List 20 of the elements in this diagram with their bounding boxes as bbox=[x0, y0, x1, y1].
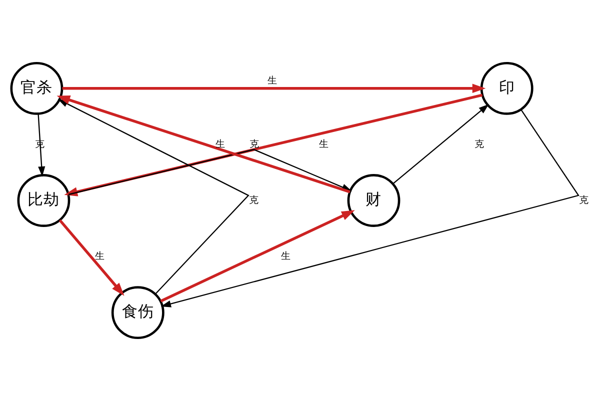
arrow bbox=[62, 83, 486, 93]
edge-label: 克 bbox=[579, 194, 588, 206]
edge-label: 克 bbox=[249, 138, 258, 150]
edge-label: 生 bbox=[319, 138, 328, 150]
arrow bbox=[392, 104, 489, 184]
node-circle: 印 bbox=[480, 61, 534, 114]
arrow bbox=[160, 210, 355, 302]
edge-label: 克 bbox=[248, 194, 258, 206]
edge-label: 克 bbox=[474, 138, 484, 150]
arrow bbox=[160, 108, 580, 307]
node-circle: 比劫 bbox=[17, 174, 70, 226]
edge-label: 生 bbox=[216, 138, 225, 150]
node-circle: 财 bbox=[347, 174, 400, 226]
edge-label: 生 bbox=[94, 250, 104, 262]
arrow bbox=[64, 93, 483, 196]
node-circle: 官杀 bbox=[10, 61, 64, 114]
edge-label: 生 bbox=[267, 74, 276, 86]
arrow bbox=[58, 218, 124, 296]
node-circle: 食伤 bbox=[111, 286, 164, 339]
edge-label: 生 bbox=[280, 250, 290, 262]
